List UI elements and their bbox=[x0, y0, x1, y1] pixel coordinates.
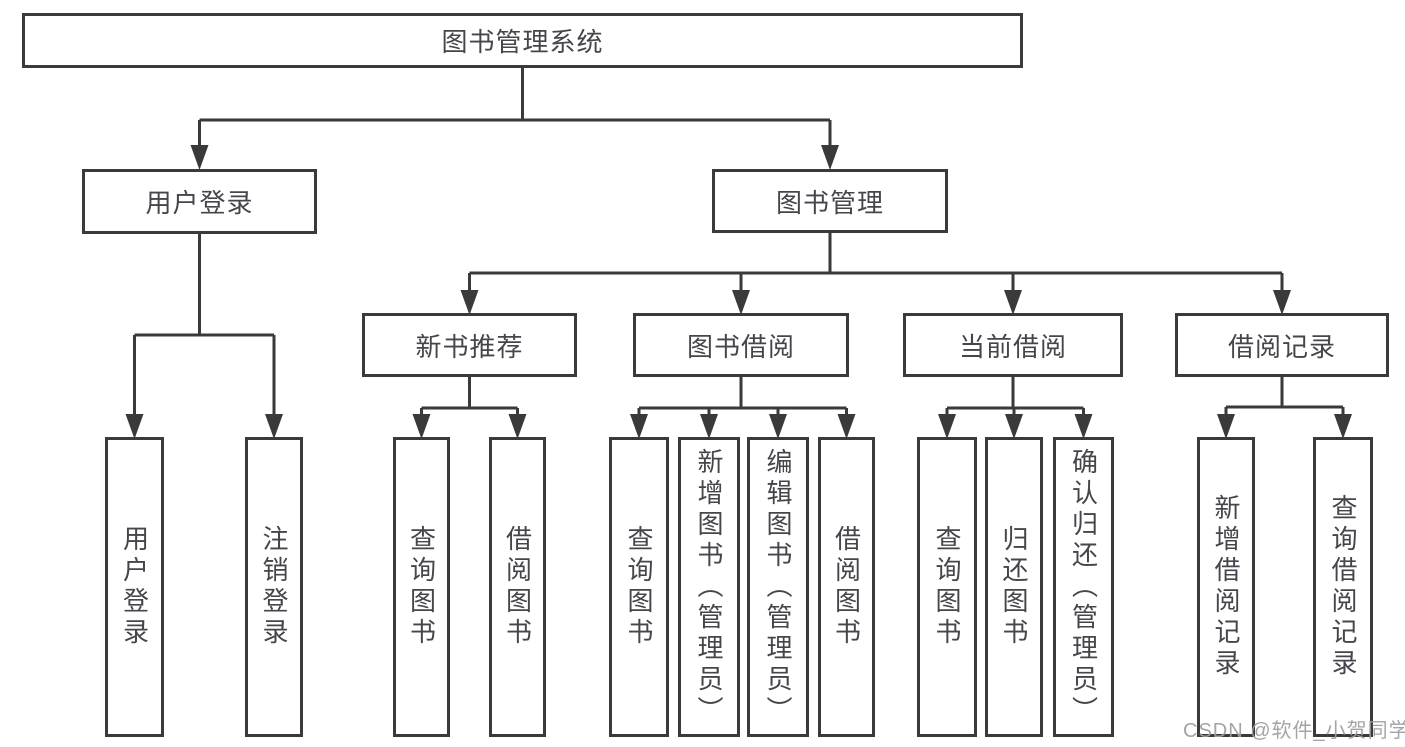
leaf-user-login: 用户登录 bbox=[105, 437, 164, 737]
leaf-query-books-3-label: 查询图书 bbox=[932, 525, 962, 649]
arrowhead-icon bbox=[1217, 414, 1235, 439]
node-new-books: 新书推荐 bbox=[362, 313, 577, 377]
arrowhead-icon bbox=[732, 290, 750, 315]
leaf-logout-label: 注销登录 bbox=[259, 525, 289, 649]
node-current-borrowing-label: 当前借阅 bbox=[958, 331, 1067, 362]
leaf-edit-books-label: 编辑图书（管理员） bbox=[763, 447, 793, 727]
node-user-login: 用户登录 bbox=[82, 169, 317, 234]
arrowhead-icon bbox=[700, 414, 718, 439]
node-new-books-label: 新书推荐 bbox=[415, 331, 524, 362]
node-current-borrowing: 当前借阅 bbox=[903, 313, 1123, 377]
arrowhead-icon bbox=[1005, 414, 1023, 439]
node-borrowing-records: 借阅记录 bbox=[1175, 313, 1389, 377]
arrowhead-icon bbox=[125, 414, 144, 439]
leaf-confirm-return-label: 确认归还（管理员） bbox=[1068, 447, 1099, 727]
leaf-query-books-1: 查询图书 bbox=[393, 437, 450, 737]
leaf-confirm-return: 确认归还（管理员） bbox=[1053, 437, 1114, 737]
leaf-borrow-books-2-label: 借阅图书 bbox=[831, 525, 862, 649]
arrowhead-icon bbox=[1074, 414, 1093, 439]
leaf-query-books-2-label: 查询图书 bbox=[624, 525, 654, 649]
csdn-watermark: CSDN @软件_小贺同学 bbox=[1183, 720, 1405, 742]
node-book-borrowing-label: 图书借阅 bbox=[686, 331, 795, 362]
leaf-query-books-2: 查询图书 bbox=[609, 437, 669, 737]
edge-user-login-split bbox=[133, 234, 276, 416]
arrowhead-icon bbox=[460, 290, 479, 315]
arrowhead-icon bbox=[1273, 290, 1291, 315]
leaf-edit-books: 编辑图书（管理员） bbox=[747, 437, 809, 737]
edge-root-split bbox=[198, 68, 832, 147]
arrowhead-icon bbox=[630, 414, 648, 439]
leaf-return-books-label: 归还图书 bbox=[999, 525, 1029, 649]
arrowhead-icon bbox=[508, 414, 527, 439]
leaf-query-record: 查询借阅记录 bbox=[1313, 437, 1373, 737]
leaf-add-record-label: 新增借阅记录 bbox=[1211, 494, 1241, 680]
leaf-query-books-1-label: 查询图书 bbox=[406, 525, 437, 649]
node-borrowing-records-label: 借阅记录 bbox=[1227, 331, 1336, 362]
leaf-borrow-books-1: 借阅图书 bbox=[489, 437, 546, 737]
edge-new-books-split bbox=[420, 377, 519, 416]
arrowhead-icon bbox=[1004, 290, 1022, 315]
leaf-add-books-label: 新增图书（管理员） bbox=[694, 447, 724, 727]
leaf-add-record: 新增借阅记录 bbox=[1197, 437, 1255, 737]
edge-borrowing-records-split bbox=[1224, 377, 1345, 416]
leaf-return-books: 归还图书 bbox=[985, 437, 1043, 737]
edge-book-borrowing-split bbox=[637, 377, 848, 416]
node-root: 图书管理系统 bbox=[22, 13, 1023, 68]
node-book-management-label: 图书管理 bbox=[775, 187, 884, 218]
leaf-logout: 注销登录 bbox=[245, 437, 303, 737]
arrowhead-icon bbox=[821, 145, 839, 170]
arrowhead-icon bbox=[265, 414, 283, 439]
leaf-borrow-books-1-label: 借阅图书 bbox=[502, 525, 533, 649]
arrowhead-icon bbox=[190, 145, 209, 170]
node-book-management: 图书管理 bbox=[712, 169, 948, 233]
edge-book-management-split bbox=[468, 233, 1284, 292]
leaf-user-login-label: 用户登录 bbox=[119, 525, 150, 649]
leaf-query-books-3: 查询图书 bbox=[917, 437, 977, 737]
arrowhead-icon bbox=[412, 414, 431, 439]
arrowhead-icon bbox=[837, 414, 856, 439]
arrowhead-icon bbox=[769, 414, 787, 439]
arrowhead-icon bbox=[938, 414, 956, 439]
leaf-query-record-label: 查询借阅记录 bbox=[1328, 494, 1358, 680]
node-root-label: 图书管理系统 bbox=[441, 27, 604, 57]
arrowhead-icon bbox=[1334, 414, 1352, 439]
node-user-login-label: 用户登录 bbox=[145, 188, 254, 218]
leaf-borrow-books-2: 借阅图书 bbox=[818, 437, 875, 737]
node-book-borrowing: 图书借阅 bbox=[633, 313, 849, 377]
leaf-add-books: 新增图书（管理员） bbox=[678, 437, 740, 737]
edge-current-borrowing-split bbox=[945, 377, 1085, 416]
